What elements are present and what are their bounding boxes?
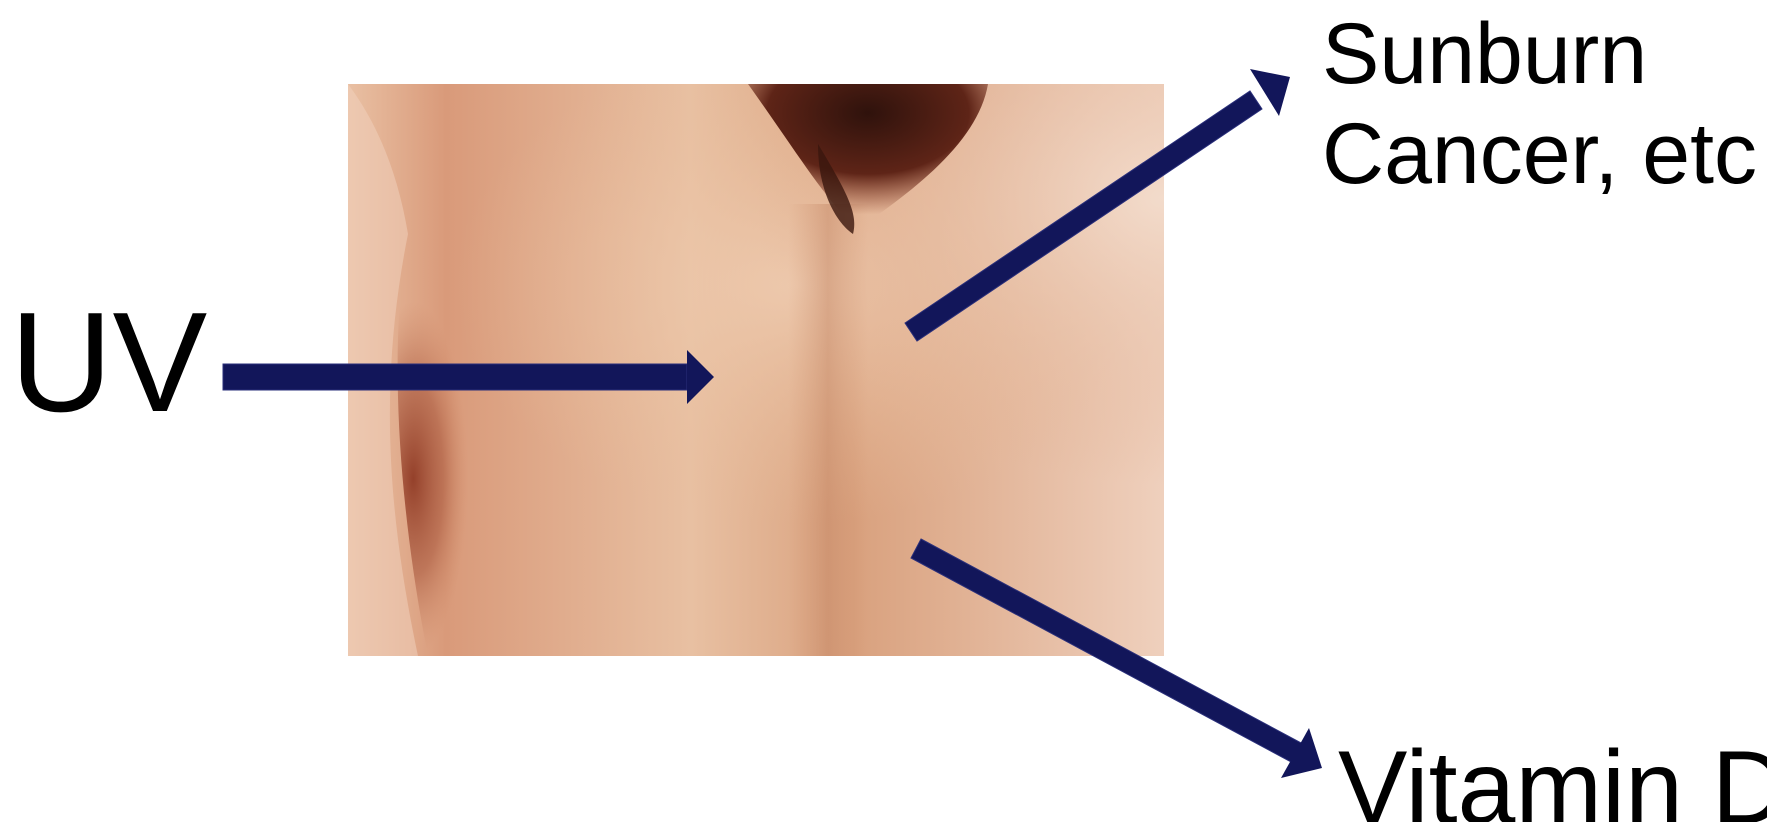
uv-label: UV bbox=[10, 292, 207, 434]
back-skin-illustration bbox=[348, 84, 1164, 656]
vitamin-d-label: Vitamin D bbox=[1338, 736, 1767, 822]
back-skin-photo bbox=[348, 84, 1164, 656]
harmful-effects-label: Sunburn Cancer, etc bbox=[1322, 4, 1757, 204]
sunburn-text: Sunburn bbox=[1322, 4, 1757, 104]
cancer-text: Cancer, etc bbox=[1322, 104, 1757, 204]
